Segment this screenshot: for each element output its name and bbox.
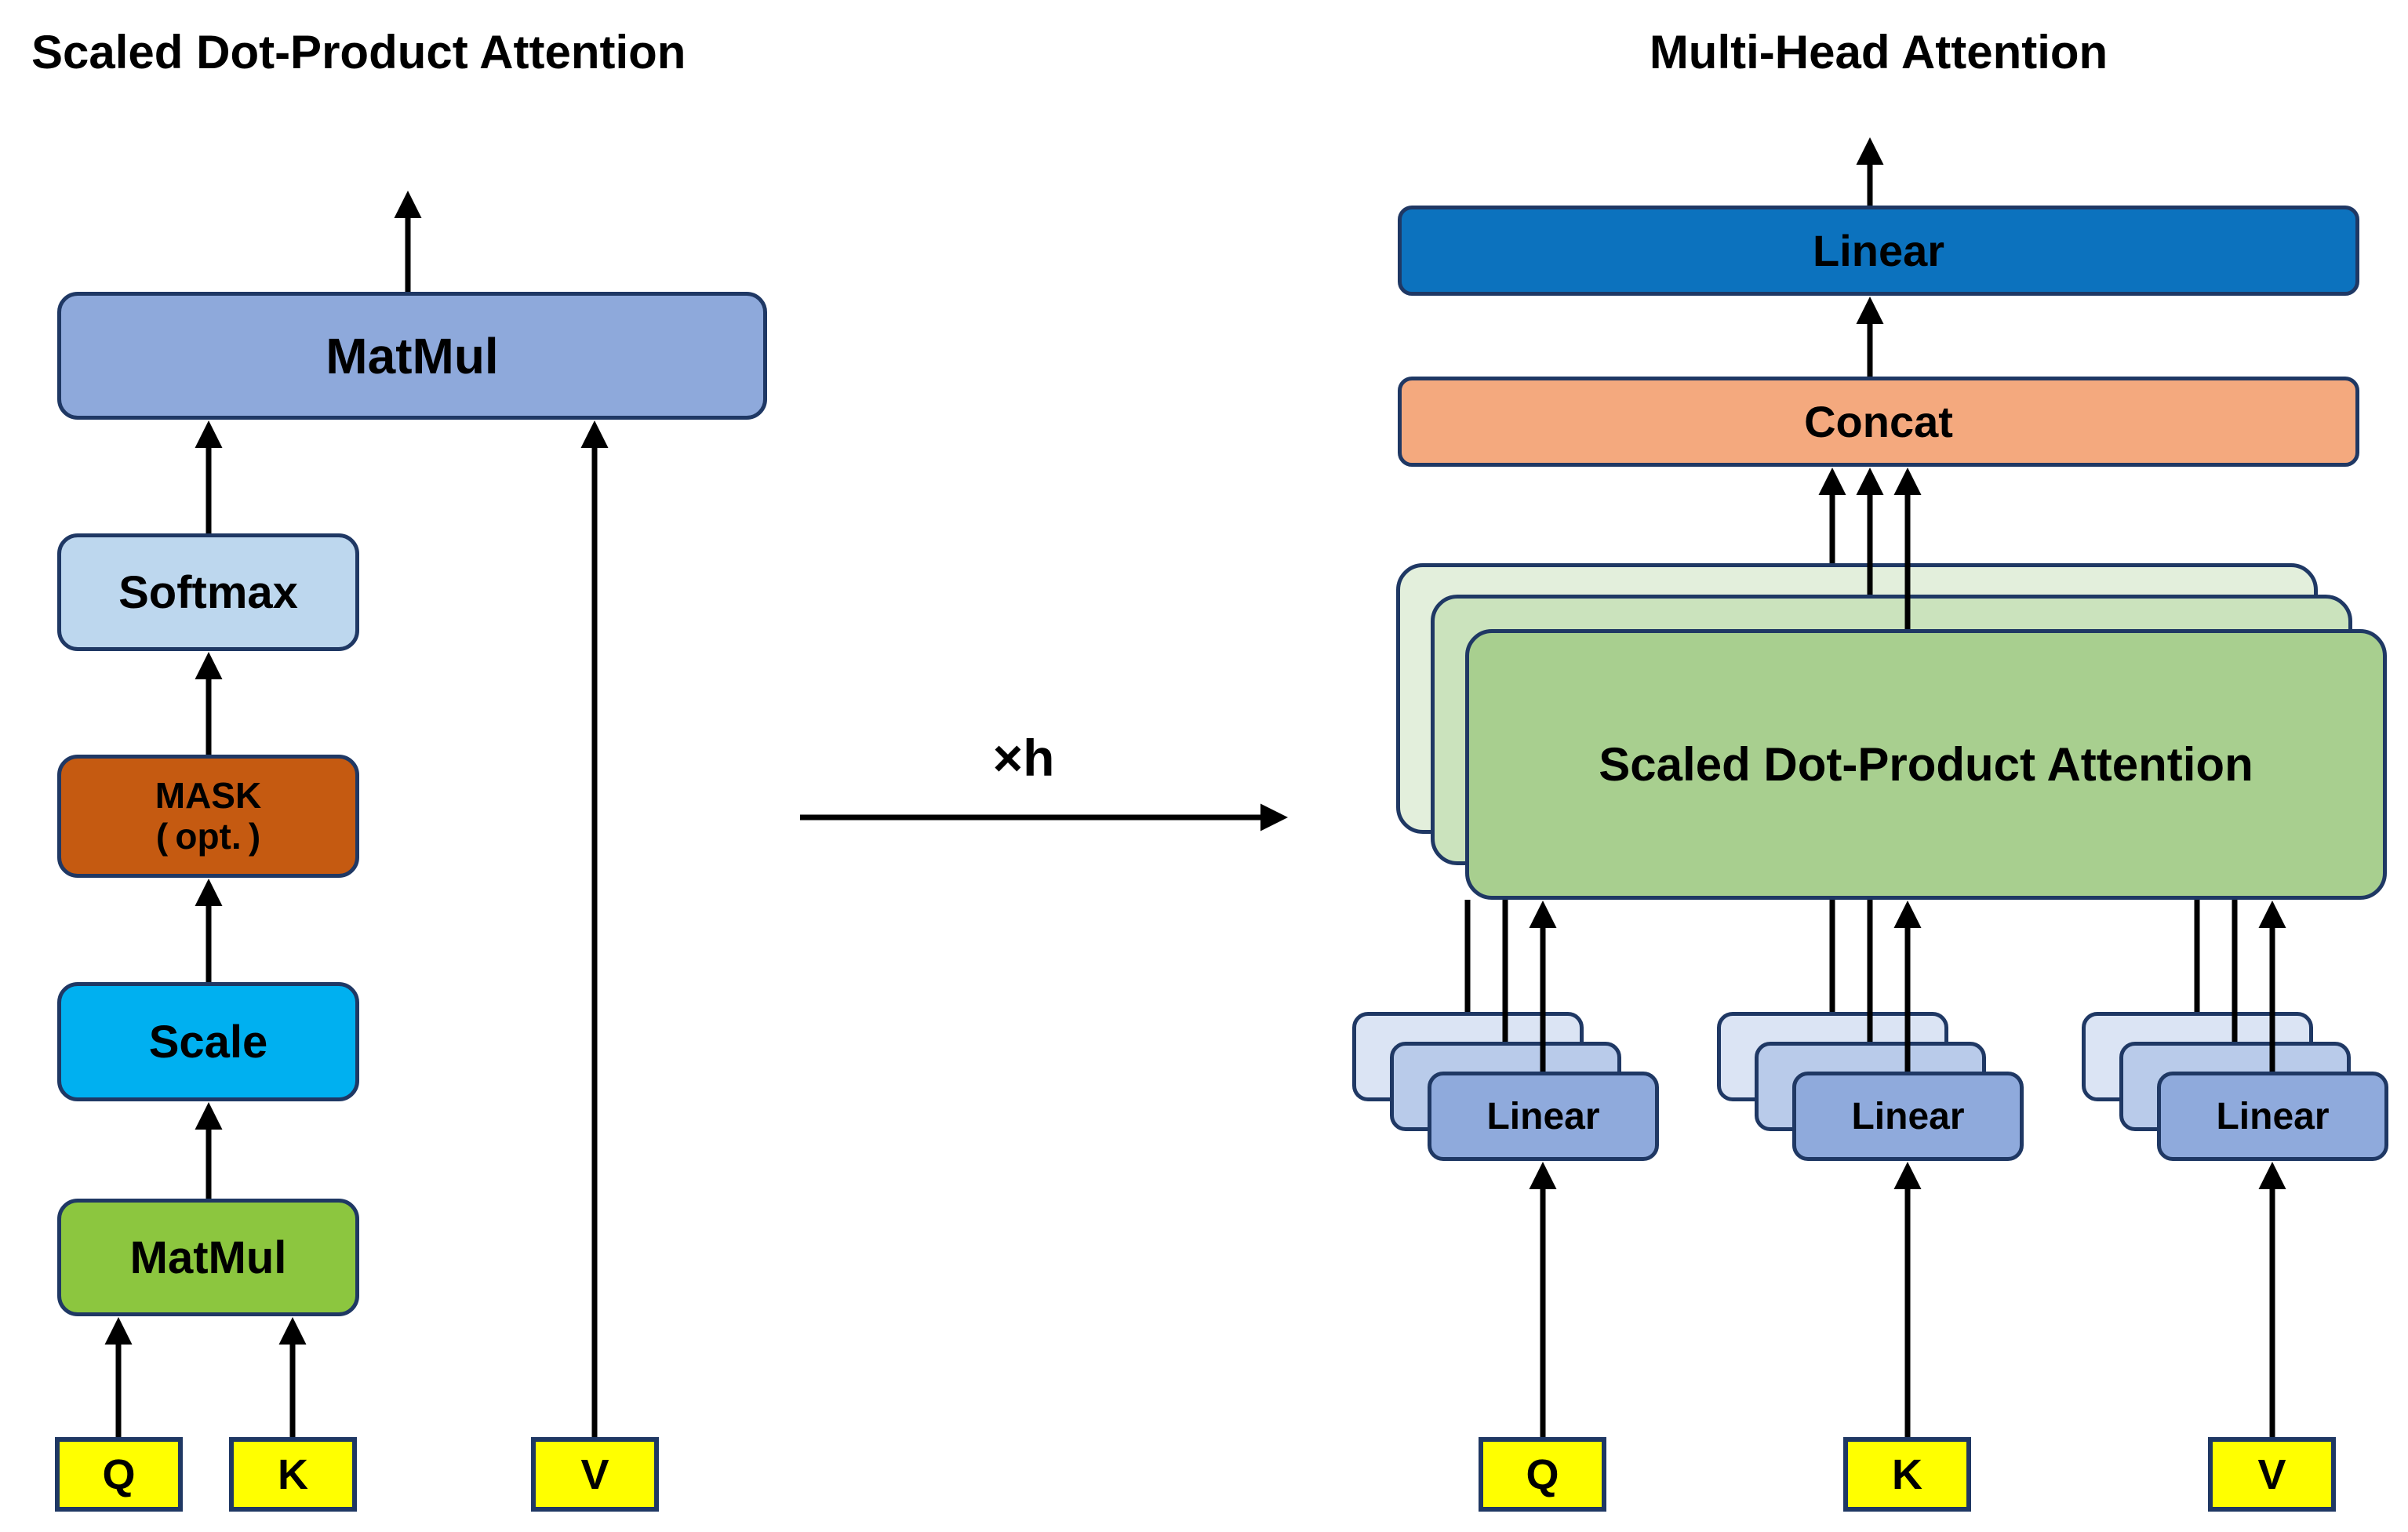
attention-head-box-front: Scaled Dot-Product Attention [1465, 629, 2387, 900]
value-input-box-right: V [2208, 1437, 2336, 1512]
linear-v-box-front: Linear [2157, 1072, 2388, 1161]
mask-box-label: MASK ( opt. ) [155, 774, 262, 857]
linear-output-box: Linear [1398, 206, 2359, 296]
mask-label-line2: ( opt. ) [155, 815, 261, 857]
concat-box: Concat [1398, 377, 2359, 467]
left-diagram-title: Scaled Dot-Product Attention [31, 26, 686, 78]
query-input-box-right: Q [1479, 1437, 1606, 1512]
key-input-box-left: K [229, 1437, 357, 1512]
value-input-box-left: V [531, 1437, 659, 1512]
matmul-output-box: MatMul [57, 292, 767, 420]
right-diagram-title: Multi-Head Attention [1649, 26, 2108, 78]
key-input-box-right: K [1843, 1437, 1971, 1512]
scale-box: Scale [57, 982, 359, 1101]
mask-box: MASK ( opt. ) [57, 755, 359, 878]
softmax-box: Softmax [57, 533, 359, 651]
query-input-box-left: Q [55, 1437, 183, 1512]
linear-k-box-front: Linear [1792, 1072, 2024, 1161]
times-h-label: ×h [992, 729, 1055, 787]
mask-label-line1: MASK [155, 774, 262, 816]
matmul-qk-box: MatMul [57, 1199, 359, 1316]
linear-q-box-front: Linear [1428, 1072, 1659, 1161]
